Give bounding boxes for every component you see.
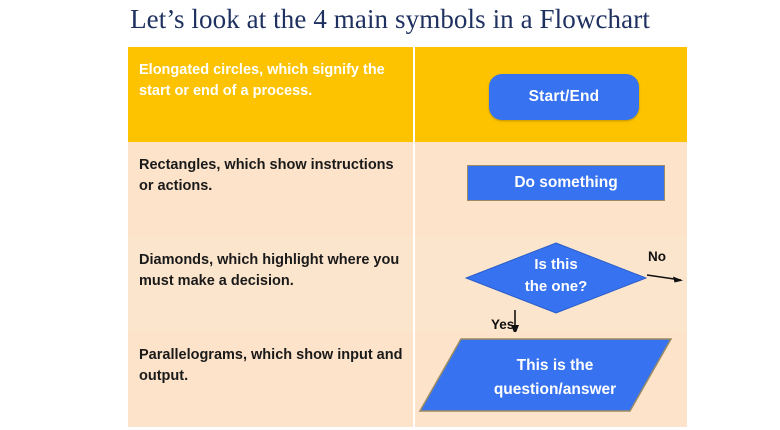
shape-label-process: Do something (514, 174, 618, 191)
shape-area-data: This is the question/answer (415, 332, 687, 428)
description-text-process: Rectangles, which show instructions or a… (139, 157, 394, 194)
shape-area-decision: Is this the one? (415, 237, 687, 336)
table-row: Elongated circles, which signify the sta… (128, 47, 687, 142)
cell-shape-terminator: Start/End (413, 47, 687, 142)
cell-description-data: Parallelograms, which show input and out… (128, 332, 414, 427)
shape-label-terminator: Start/End (528, 88, 600, 105)
flowchart-symbols-table: Elongated circles, which signify the sta… (128, 47, 687, 427)
flowchart-shape-terminator[interactable]: Start/End (489, 74, 639, 120)
table-row: Parallelograms, which show input and out… (128, 332, 687, 427)
table-row: Rectangles, which show instructions or a… (128, 142, 687, 237)
arrow-no-icon (646, 274, 683, 283)
arrow-yes-icon (511, 310, 519, 335)
cell-shape-process: Do something (413, 142, 687, 237)
description-text-data: Parallelograms, which show input and out… (139, 347, 403, 384)
page-title: Let’s look at the 4 main symbols in a Fl… (130, 4, 650, 34)
shape-area-process: Do something (415, 142, 687, 237)
decision-branch-arrows (511, 274, 683, 335)
description-text-decision: Diamonds, which highlight where you must… (139, 252, 400, 289)
cell-description-terminator: Elongated circles, which signify the sta… (128, 47, 414, 142)
cell-description-process: Rectangles, which show instructions or a… (128, 142, 414, 237)
table-row: Diamonds, which highlight where you must… (128, 237, 687, 335)
flowchart-shape-parallelogram[interactable] (415, 338, 677, 418)
shape-area-terminator: Start/End (415, 47, 687, 142)
cell-shape-decision: Is this the one? (413, 237, 687, 335)
flowchart-shape-decision[interactable] (465, 242, 647, 314)
description-text-terminator: Elongated circles, which signify the sta… (139, 62, 385, 99)
branch-label-yes: Yes (491, 317, 515, 332)
branch-label-no: No (648, 249, 666, 264)
cell-shape-data: This is the question/answer (413, 332, 687, 428)
flowchart-shape-process[interactable]: Do something (467, 165, 665, 201)
cell-description-decision: Diamonds, which highlight where you must… (128, 237, 414, 332)
